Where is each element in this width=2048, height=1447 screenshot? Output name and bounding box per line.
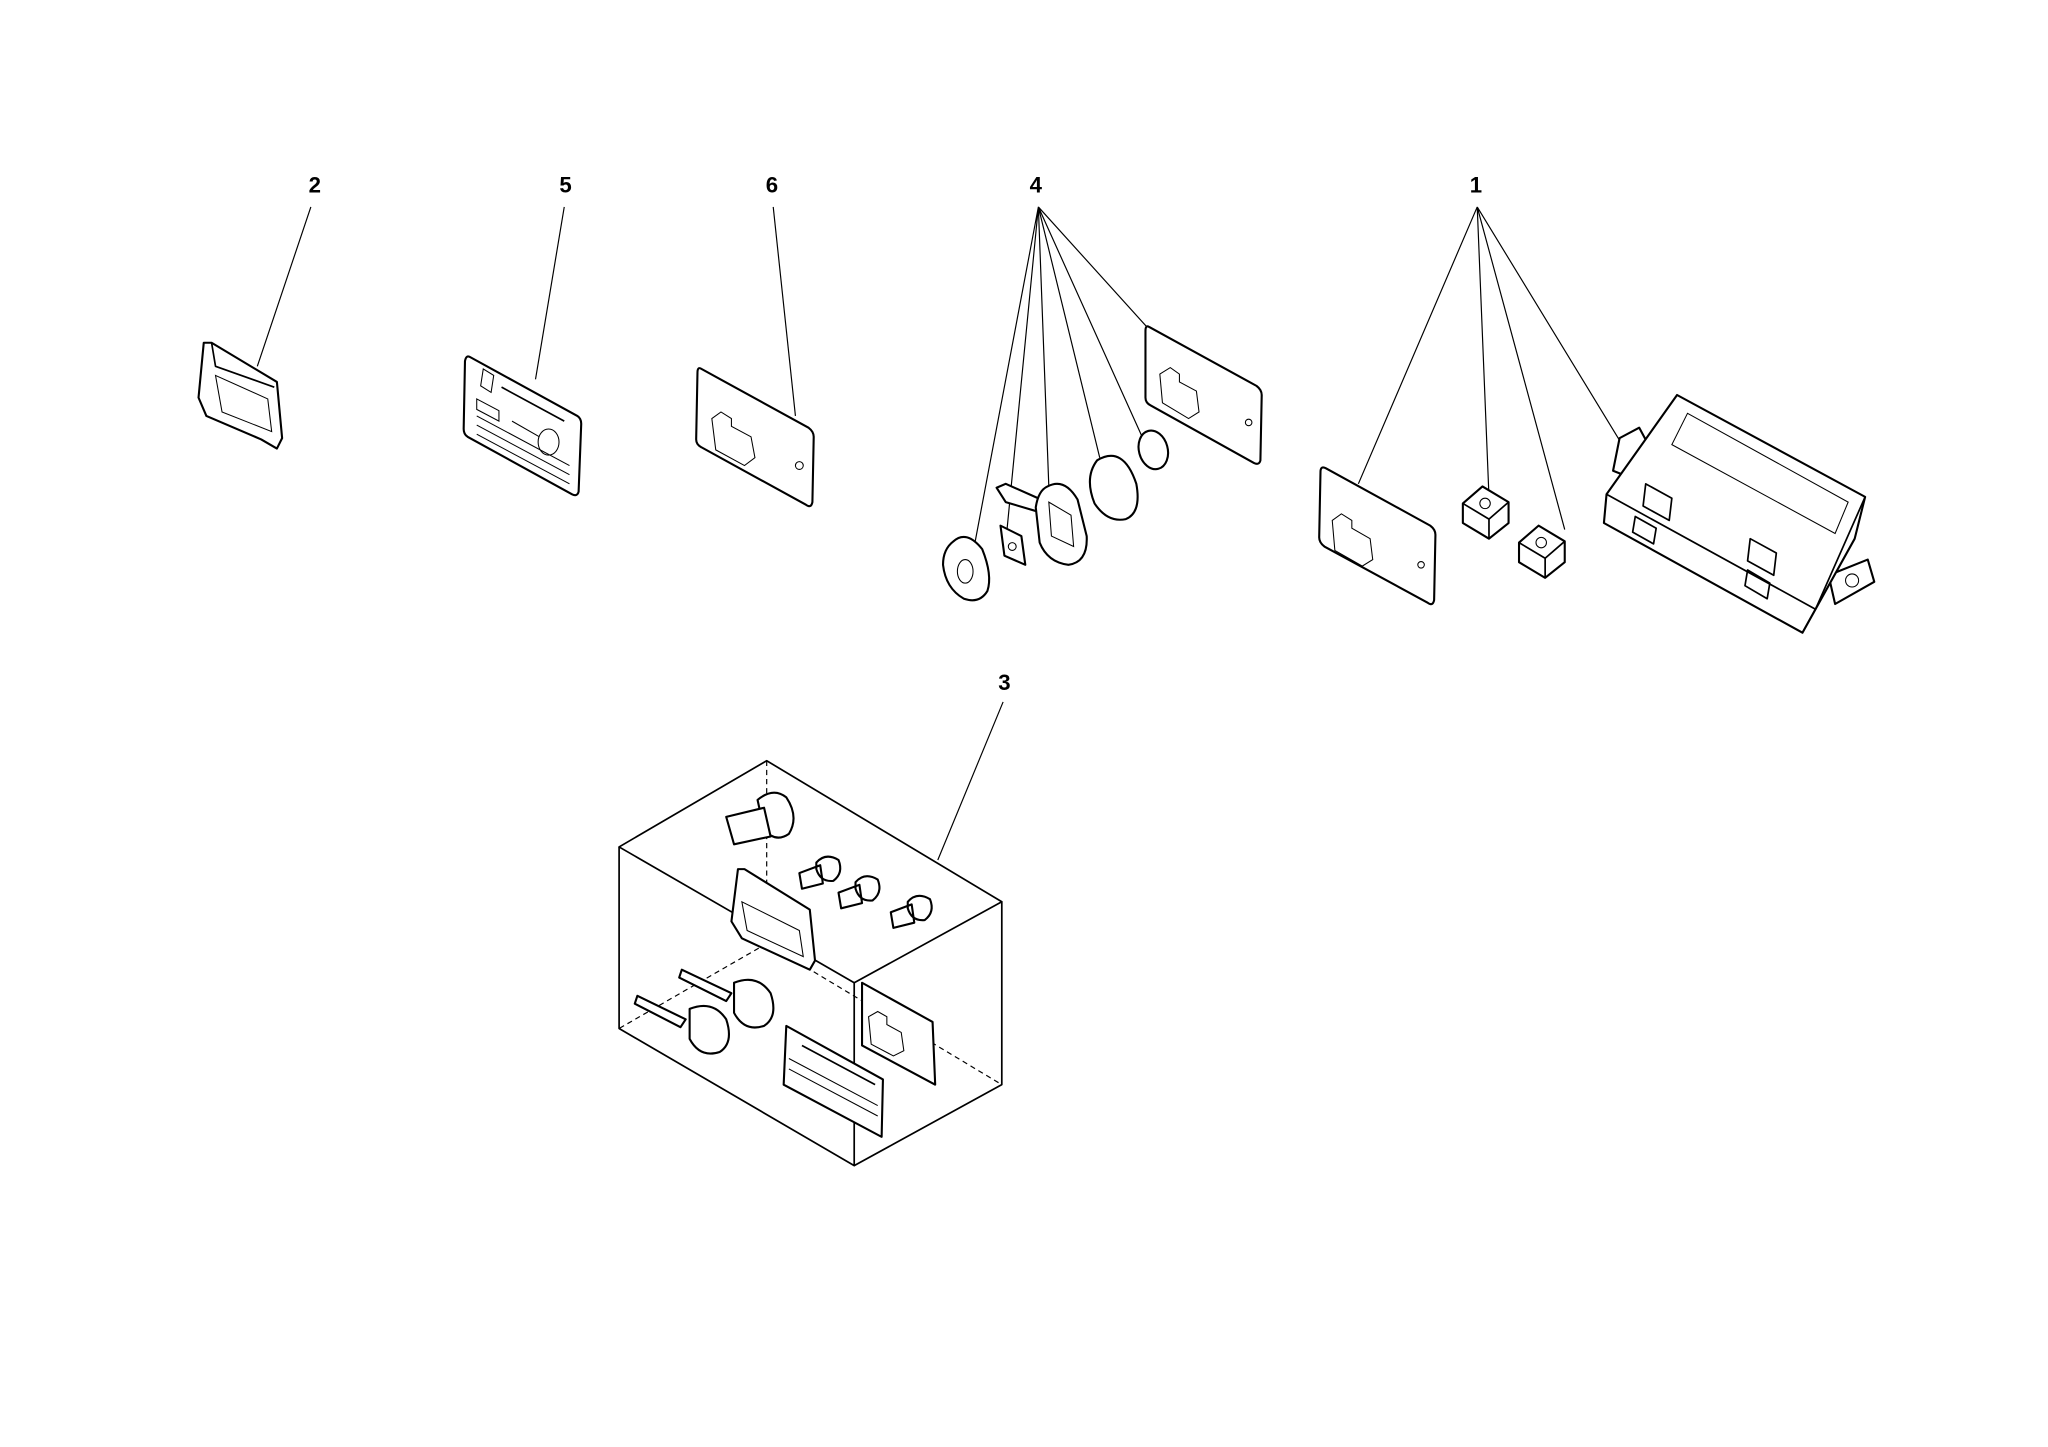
callout-4: 4: [971, 173, 1150, 560]
callout-label-3: 3: [998, 670, 1010, 695]
callout-2: 2: [256, 173, 321, 367]
callout-6: 6: [766, 173, 797, 416]
part-pouch: [197, 341, 284, 450]
leader-lines-1: [1357, 206, 1623, 530]
callout-5: 5: [534, 173, 572, 380]
callout-label-2: 2: [309, 173, 321, 198]
callout-label-5: 5: [559, 173, 571, 198]
callout-label-6: 6: [766, 173, 778, 198]
callout-label-4: 4: [1030, 173, 1043, 198]
part-key-code-card: [462, 355, 583, 497]
part-lock-set-box: [618, 759, 1003, 1167]
part-key-and-fob-set: [941, 325, 1263, 602]
callout-3: 3: [937, 670, 1011, 861]
part-immobilizer-control-unit-set: [1318, 393, 1876, 634]
callout-label-1: 1: [1470, 173, 1482, 198]
leader-lines-4: [971, 206, 1150, 560]
callout-1: 1: [1357, 173, 1623, 530]
leader-line-5: [534, 206, 565, 380]
leader-line-3: [937, 701, 1004, 861]
leader-line-2: [256, 206, 312, 367]
part-code-plate: [695, 367, 815, 508]
leader-line-6: [772, 206, 797, 416]
